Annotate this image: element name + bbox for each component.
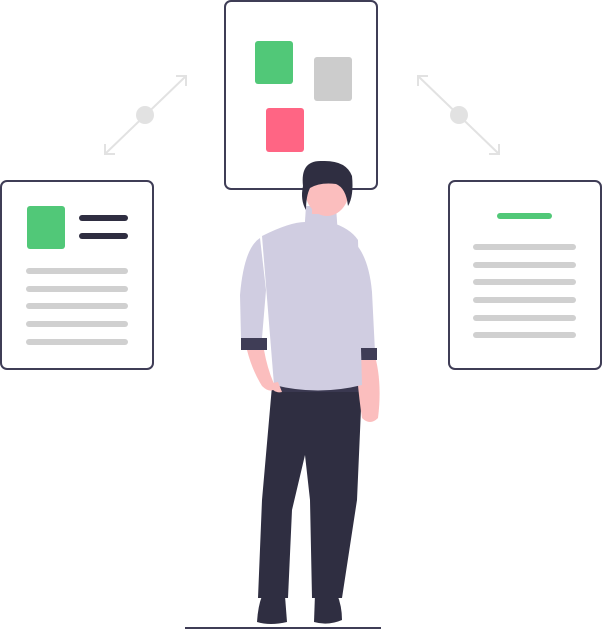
arrow-left-icon — [104, 75, 187, 155]
text-lines — [473, 244, 576, 338]
gray-block-icon — [314, 57, 352, 101]
person-figure — [240, 160, 380, 624]
document-card-left — [0, 180, 154, 370]
text-lines — [26, 268, 128, 345]
green-thumbnail-icon — [27, 206, 65, 249]
green-block-icon — [255, 41, 293, 84]
pink-block-icon — [266, 108, 304, 152]
arrow-right-icon — [417, 75, 500, 155]
document-card-top — [224, 0, 378, 190]
document-card-right — [448, 180, 602, 370]
